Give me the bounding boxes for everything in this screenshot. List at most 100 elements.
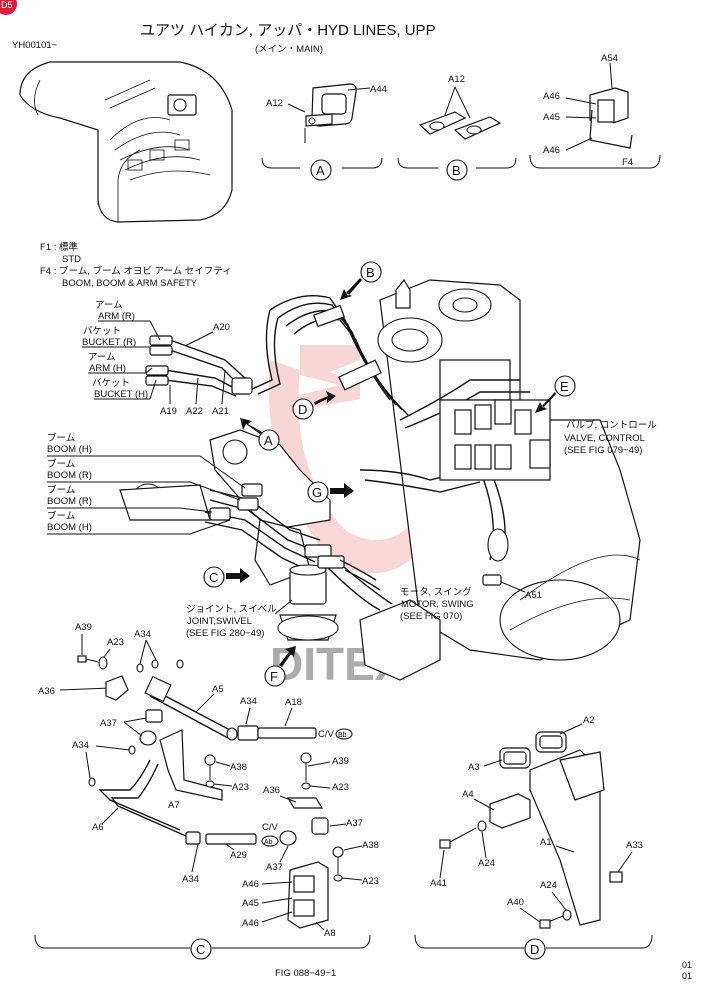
label-a8: A8 bbox=[324, 928, 336, 939]
label-bucket-r-jp: バケット bbox=[83, 326, 121, 337]
callout-b-main-label: B bbox=[366, 265, 375, 280]
callout-e-main-label: E bbox=[560, 379, 569, 394]
callout-b-detail bbox=[446, 159, 468, 181]
label-port-bb: Bb bbox=[338, 732, 347, 739]
boom-labels: ブーム BOOM (H) ブーム BOOM (R) ブーム BOOM (R) ブ… bbox=[47, 432, 246, 535]
label-joint-en: JOINT,SWIVEL bbox=[187, 616, 252, 627]
detail-d: A1 A2 A3 A4 A24 A41 A33 A24 A40 bbox=[414, 715, 653, 960]
callout-d-main: D bbox=[292, 391, 336, 420]
label-arm-r-jp: アーム bbox=[95, 300, 123, 311]
callout-c-main-label: C bbox=[209, 570, 218, 585]
label-a36-c2: A36 bbox=[263, 785, 280, 796]
revision-top: 01 bbox=[682, 960, 692, 970]
callout-g-main: G bbox=[307, 481, 354, 503]
note-f1-jp: F1 : 標準 bbox=[40, 241, 79, 253]
label-a24-d2: A24 bbox=[540, 880, 557, 891]
page-subtitle: (メイン・MAIN) bbox=[255, 44, 323, 55]
label-a41: A41 bbox=[430, 878, 447, 889]
label-a23-c1: A23 bbox=[107, 637, 124, 648]
label-bucket-h-jp: バケット bbox=[92, 378, 130, 389]
callout-a-detail-label: A bbox=[316, 163, 325, 178]
component-labels: バルブ, コントロール VALVE, CONTROL (SEE FIG 079−… bbox=[186, 419, 657, 639]
label-a46-f4-bottom: A46 bbox=[543, 145, 560, 156]
label-a37-c2: A37 bbox=[346, 818, 363, 829]
label-a34-c3: A34 bbox=[72, 740, 89, 751]
label-a39-c2: A39 bbox=[332, 756, 349, 767]
label-a23-c2: A23 bbox=[232, 782, 249, 793]
label-port-ab: Ab bbox=[264, 839, 273, 846]
label-joint-jp: ジョイント, スイベル bbox=[186, 604, 277, 615]
label-a2: A2 bbox=[583, 715, 595, 726]
label-a12-b: A12 bbox=[448, 74, 465, 85]
label-a40: A40 bbox=[507, 897, 524, 908]
label-a12: A12 bbox=[266, 98, 283, 109]
callout-a-main-label: A bbox=[264, 433, 273, 448]
label-valve-jp: バルブ, コントロール bbox=[566, 419, 657, 431]
callout-a-main: A bbox=[240, 418, 280, 451]
note-f1-en: STD bbox=[62, 254, 81, 265]
label-a38-c1: A38 bbox=[230, 762, 247, 773]
label-boom1-en: BOOM (H) bbox=[47, 444, 92, 455]
label-a46-c1: A46 bbox=[242, 879, 259, 890]
label-a37-c3: A37 bbox=[266, 862, 283, 873]
page-badge-label: D5 bbox=[1, 0, 13, 10]
label-boom1-jp: ブーム bbox=[47, 432, 75, 444]
label-bucket-h-en: BUCKET (H) bbox=[94, 389, 148, 400]
detail-c: A39 A23 A34 A36 A37 A5 A34 A18 C/V bbox=[34, 622, 379, 960]
label-boom3-jp: ブーム bbox=[47, 484, 75, 496]
label-a19: A19 bbox=[160, 406, 177, 417]
revision-bottom: 01 bbox=[682, 971, 692, 981]
callout-g-main-label: G bbox=[312, 485, 322, 500]
label-a34-c4: A34 bbox=[182, 874, 199, 885]
label-cv-ab: C/V bbox=[262, 822, 279, 833]
callout-b-detail-label: B bbox=[452, 163, 461, 178]
callout-d-detail-label: D bbox=[530, 942, 539, 957]
label-motor-ref: (SEE FIG 070) bbox=[400, 611, 462, 622]
label-a23-c3: A23 bbox=[332, 782, 349, 793]
detail-f4: A54 A46 A45 A46 F4 bbox=[529, 53, 661, 169]
label-motor-jp: モータ, スイング bbox=[400, 586, 472, 598]
label-a45-f4: A45 bbox=[543, 112, 560, 123]
label-a37-c1: A37 bbox=[100, 718, 117, 729]
label-f4: F4 bbox=[622, 157, 633, 168]
label-arm-r-en: ARM (R) bbox=[98, 311, 135, 322]
hose-labels: アーム ARM (R) バケット BUCKET (R) アーム ARM (H) … bbox=[82, 300, 230, 417]
label-valve-ref: (SEE FIG 079−49) bbox=[564, 445, 642, 456]
label-boom4-en: BOOM (H) bbox=[47, 522, 92, 533]
main-assembly-drawing bbox=[119, 278, 641, 681]
label-a24-d1: A24 bbox=[478, 858, 495, 869]
label-a38-c2: A38 bbox=[362, 840, 379, 851]
label-a1: A1 bbox=[540, 837, 552, 848]
figure-number: FIG 088−49−1 bbox=[275, 968, 336, 979]
callout-c-detail-label: C bbox=[196, 942, 205, 957]
label-a7: A7 bbox=[168, 800, 180, 811]
label-a44: A44 bbox=[370, 84, 387, 95]
label-bucket-r-en: BUCKET (R) bbox=[82, 337, 136, 348]
callout-f-main-label: F bbox=[270, 669, 278, 684]
label-cv-bb: C/V bbox=[318, 729, 335, 740]
label-a23-c4: A23 bbox=[362, 876, 379, 887]
callout-a-detail bbox=[310, 159, 332, 181]
callout-f-main: F bbox=[264, 646, 296, 687]
label-a29: A29 bbox=[230, 850, 247, 861]
label-boom2-jp: ブーム bbox=[47, 458, 75, 470]
label-a3: A3 bbox=[468, 762, 480, 773]
label-valve-en: VALVE, CONTROL bbox=[564, 433, 645, 444]
model-code: YH00101− bbox=[12, 40, 58, 51]
label-a34-c2: A34 bbox=[240, 696, 257, 707]
label-a33: A33 bbox=[626, 840, 643, 851]
label-a54: A54 bbox=[601, 53, 618, 64]
label-a20: A20 bbox=[213, 322, 230, 333]
label-a36-c1: A36 bbox=[38, 686, 55, 697]
label-a6: A6 bbox=[92, 822, 104, 833]
machine-overview-sketch bbox=[19, 61, 233, 223]
callout-d-main-label: D bbox=[298, 402, 307, 417]
note-f4-jp: F4 : ブーム, ブーム オヨビ アーム セイフティ bbox=[40, 265, 232, 277]
label-a5: A5 bbox=[212, 684, 224, 695]
label-joint-ref: (SEE FIG 280−49) bbox=[186, 628, 264, 639]
label-boom3-en: BOOM (R) bbox=[47, 496, 92, 507]
callout-c-main: C bbox=[203, 566, 250, 588]
page-badge bbox=[0, 0, 17, 15]
label-a51: A51 bbox=[525, 590, 542, 601]
